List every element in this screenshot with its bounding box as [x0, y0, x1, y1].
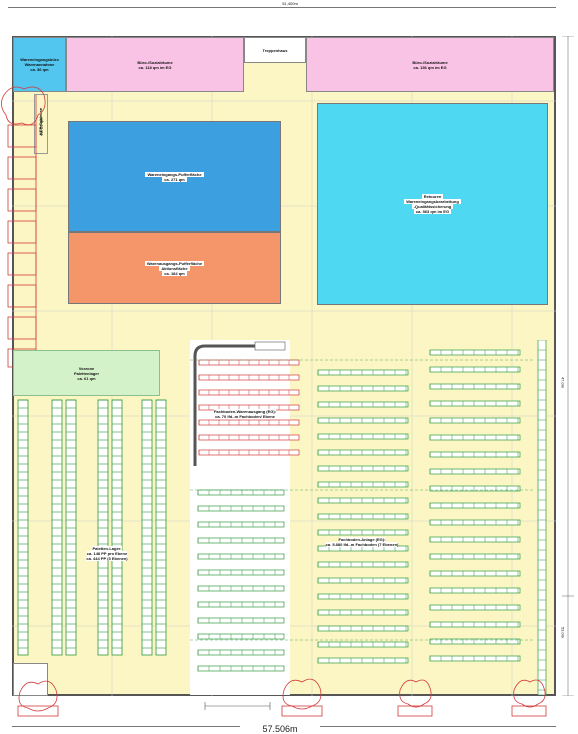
shelf-row — [197, 585, 285, 592]
shelf-row — [197, 569, 285, 576]
shipping-shelf-row — [198, 419, 300, 426]
shelf-row — [317, 417, 409, 424]
pallet-rack-column — [17, 399, 29, 656]
shelf-row — [317, 449, 409, 456]
shipping-buffer-area: Warenausgangs-Pufferfläche Aktionsfläche… — [68, 232, 281, 304]
shelf-row — [317, 529, 409, 536]
left-wall-doors — [1, 86, 46, 370]
shelf-row — [429, 400, 521, 407]
shelf-row — [317, 385, 409, 392]
right-dimension — [562, 36, 574, 696]
shipping-shelf-row — [198, 449, 300, 456]
shelf-row — [429, 468, 521, 475]
shelf-row — [317, 593, 409, 600]
main-shelves — [190, 340, 547, 695]
shelf-row — [197, 489, 285, 496]
shelf-row — [317, 657, 409, 664]
pallet-rack-column — [141, 399, 153, 656]
office-right: Büro-/Sozialräume ca. 136 qm im EG — [306, 37, 554, 92]
shelf-row — [429, 451, 521, 458]
shelf-row — [197, 649, 285, 656]
shelf-row — [317, 497, 409, 504]
shelf-row — [429, 621, 521, 628]
shelf-row — [429, 434, 521, 441]
pallet-storage-label: Paletten-Lager: ca. 148 PP pro Ebene ca.… — [86, 545, 128, 561]
shelf-row — [429, 604, 521, 611]
shelf-row — [429, 587, 521, 594]
shipping-shelf-row — [198, 374, 300, 381]
shelf-row — [317, 641, 409, 648]
pallet-rack-column — [155, 399, 167, 656]
shelf-row — [197, 633, 285, 640]
shelf-row — [429, 502, 521, 509]
shelf-row — [429, 553, 521, 560]
aisle-lines — [190, 359, 535, 641]
pallet-rack-column — [97, 399, 109, 656]
shelf-row — [429, 519, 521, 526]
pallet-rack-column — [51, 399, 63, 656]
stairwell: Treppenhaus — [244, 37, 306, 63]
bottom-dimension-label-box: 57.506m — [240, 719, 320, 734]
right-dimension-upper-label: 47.0m — [560, 376, 566, 389]
shelf-row — [197, 601, 285, 608]
shelf-row — [429, 536, 521, 543]
shelf-row — [197, 617, 285, 624]
shelf-row — [197, 553, 285, 560]
shelf-row — [429, 570, 521, 577]
shelf-row — [317, 465, 409, 472]
wall-rack — [537, 340, 547, 695]
goods-in-office: Wareneingangsbüro Warenannahme ca. 36 qm — [13, 37, 66, 92]
pallet-racks — [17, 399, 167, 656]
conveyor — [193, 341, 286, 466]
shelf-row — [429, 349, 521, 356]
pallet-rack-column — [111, 399, 123, 656]
shelf-row — [429, 485, 521, 492]
shelf-row — [317, 561, 409, 568]
shipping-shelf-row — [198, 434, 300, 441]
top-dimension-line — [8, 7, 556, 8]
bottom-dimension-label: 57.506m — [262, 724, 298, 734]
pallet-rack-column — [65, 399, 77, 656]
returns-area: Retouren Wareneingangsbearbeitung -Quali… — [317, 103, 548, 305]
shelf-row — [317, 401, 409, 408]
shelf-row — [317, 513, 409, 520]
receiving-buffer-area: Wareneingangs-Pufferfläche ca. 271 qm — [68, 121, 281, 232]
shelf-row — [429, 383, 521, 390]
bottom-dock-doors — [17, 678, 547, 717]
top-dimension-label: 51,400m — [282, 1, 298, 6]
office-left: Büro-/Sozialräume ca. 118 qm im EG — [66, 37, 244, 92]
shelf-row — [429, 366, 521, 373]
shelf-row — [197, 521, 285, 528]
shelf-out-label: Fachboden-Warenausgang (EG): ca. 70 lfd.… — [213, 409, 277, 419]
shelf-row — [429, 417, 521, 424]
shelf-row — [317, 609, 409, 616]
shipping-shelf-row — [198, 359, 300, 366]
shelf-row — [317, 433, 409, 440]
shelf-row — [317, 481, 409, 488]
shipping-shelf-row — [198, 389, 300, 396]
shelf-row — [429, 655, 521, 662]
shelf-row — [429, 638, 521, 645]
shelf-row — [317, 369, 409, 376]
right-dimension-lower-label: 53.0m — [560, 626, 566, 639]
shelf-row — [197, 665, 285, 672]
staging-zone: Vorzone Palettenlager ca. 61 qm — [13, 350, 160, 396]
bottom-left-room — [13, 663, 48, 696]
shelf-main-label: Fachboden-Anlage (EG): ca. 5.880 lfd.-m … — [325, 537, 399, 547]
shipping-shelves — [193, 341, 300, 466]
shelf-row — [317, 625, 409, 632]
shelf-row — [317, 577, 409, 584]
shelf-row — [197, 537, 285, 544]
shelf-row — [197, 505, 285, 512]
kep-lock: KEP-Schleuse ca. 25 qm — [34, 94, 48, 154]
